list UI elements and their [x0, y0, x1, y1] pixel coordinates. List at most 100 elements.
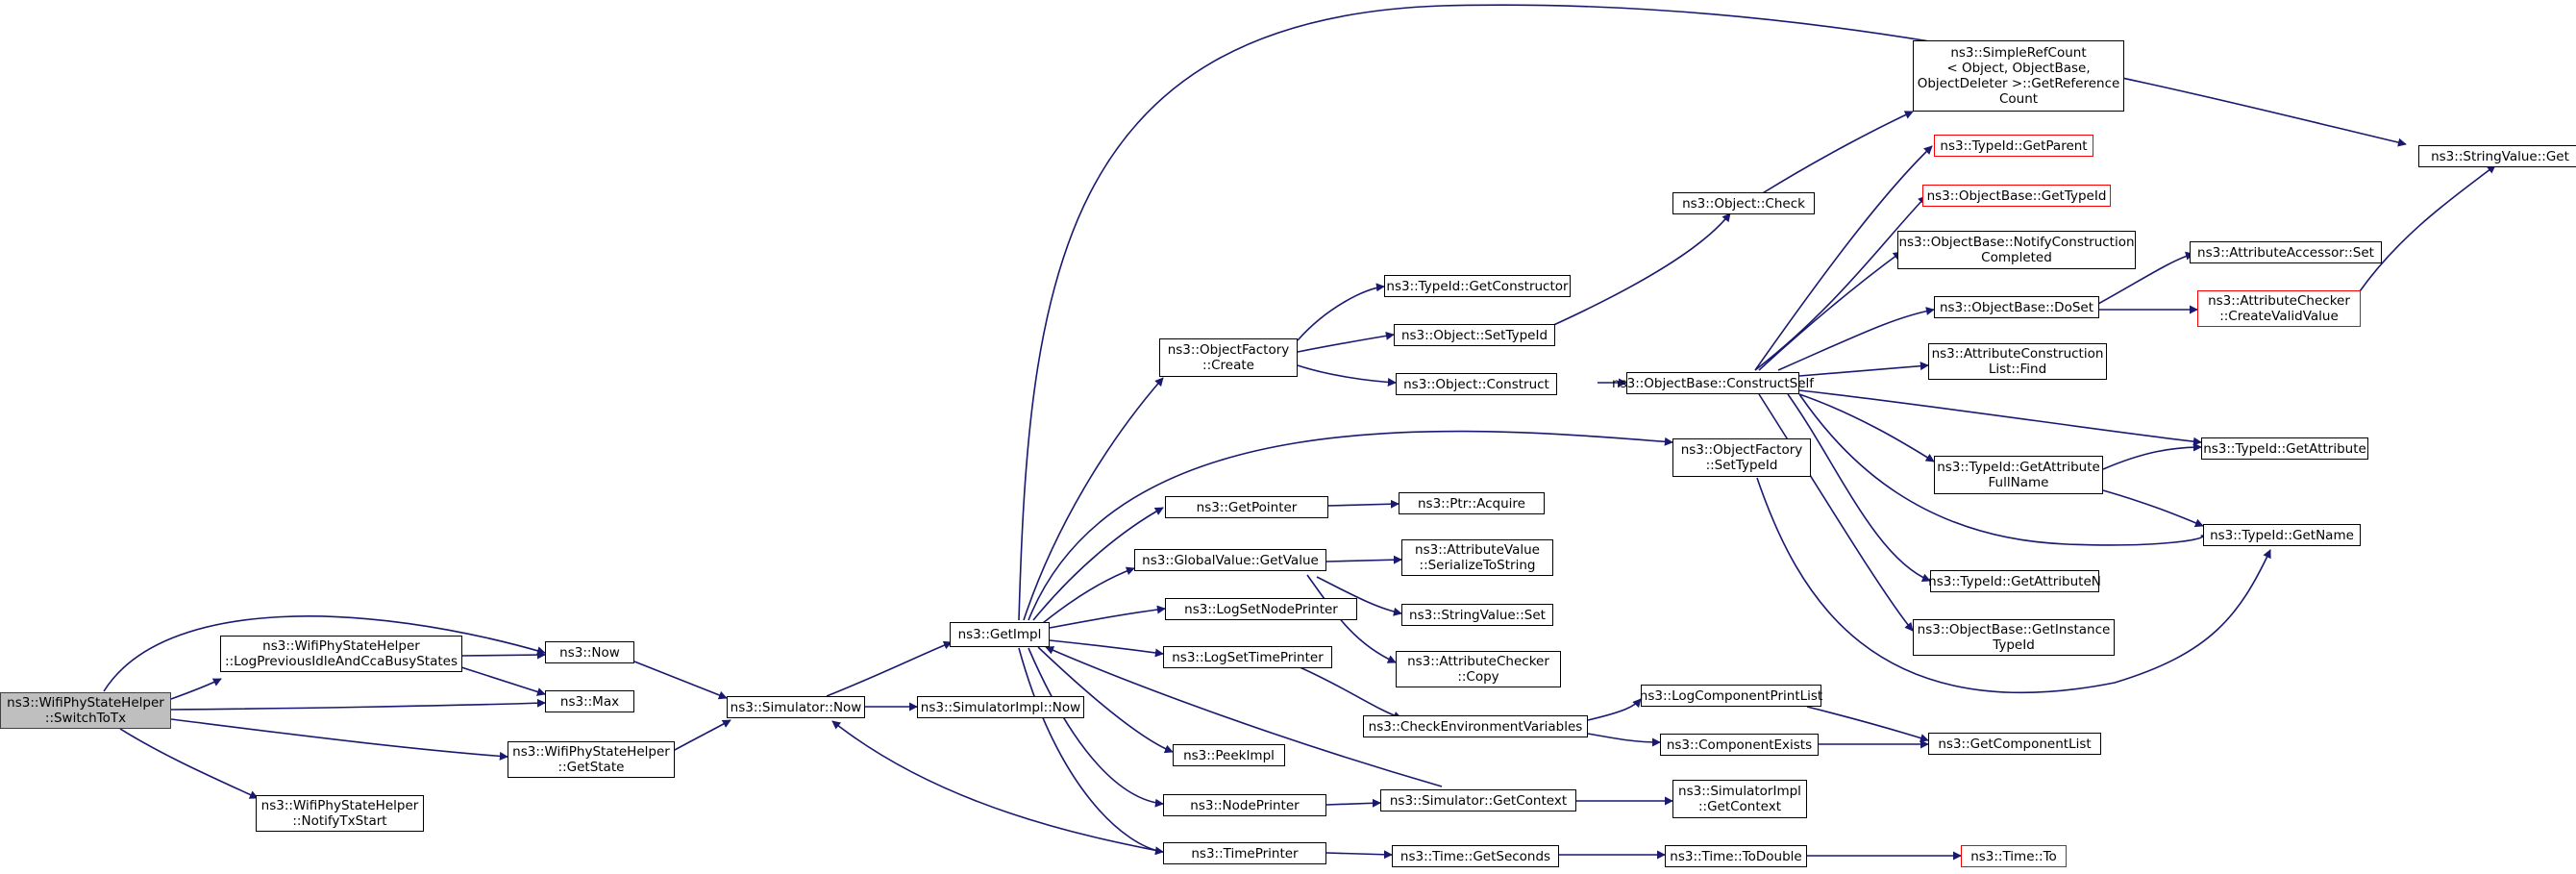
node-typeid-get-attribute[interactable]: ns3::TypeId::GetAttribute — [2201, 437, 2368, 460]
edge-switchtotx-getstate — [170, 718, 508, 761]
node-acl-find[interactable]: ns3::AttributeConstruction List::Find — [1928, 343, 2107, 380]
node-time-get-seconds[interactable]: ns3::Time::GetSeconds — [1392, 845, 1559, 867]
node-ob-get-typeid[interactable]: ns3::ObjectBase::GetTypeId — [1922, 185, 2111, 207]
node-simimpl-get-context[interactable]: ns3::SimulatorImpl ::GetContext — [1672, 780, 1807, 818]
edge-switchtotx-now — [103, 615, 546, 692]
node-check-env[interactable]: ns3::CheckEnvironmentVariables — [1363, 715, 1588, 737]
node-object-construct[interactable]: ns3::Object::Construct — [1396, 373, 1557, 395]
edge-timeprinter-simnow — [831, 720, 1164, 853]
node-aa-set[interactable]: ns3::AttributeAccessor::Set — [2190, 241, 2382, 263]
node-typeid-get-attr-fullname[interactable]: ns3::TypeId::GetAttribute FullName — [1934, 456, 2103, 494]
node-time-to[interactable]: ns3::Time::To — [1961, 845, 2067, 867]
node-object-set-typeid[interactable]: ns3::Object::SetTypeId — [1394, 324, 1555, 346]
edge-cs-getobtypeid — [1754, 195, 1927, 371]
node-notify-tx-start[interactable]: ns3::WifiPhyStateHelper ::NotifyTxStart — [256, 795, 424, 832]
edge-ofcreate-gettypeidctor — [1297, 283, 1385, 341]
node-ac-create-valid[interactable]: ns3::AttributeChecker ::CreateValidValue — [2197, 290, 2361, 327]
edge-switchtotx-max — [170, 698, 546, 711]
edge-gvgetvalue-accopy — [1306, 574, 1397, 663]
edge-gvgetvalue-avserialize — [1325, 555, 1402, 564]
edge-cs-obdoset — [1777, 307, 1935, 371]
edge-getimpl-getpointer — [1032, 507, 1164, 621]
edge-simnow-getimpl — [826, 640, 953, 697]
node-ac-copy[interactable]: ns3::AttributeChecker ::Copy — [1396, 651, 1561, 687]
node-peek-impl[interactable]: ns3::PeekImpl — [1173, 744, 1285, 766]
node-of-set-typeid[interactable]: ns3::ObjectFactory ::SetTypeId — [1672, 438, 1811, 477]
edge-now-simnow — [633, 661, 728, 700]
edge-timeprinter-getseconds — [1325, 850, 1393, 860]
node-time-to-double[interactable]: ns3::Time::ToDouble — [1665, 845, 1807, 867]
node-ob-notify[interactable]: ns3::ObjectBase::NotifyConstruction Comp… — [1897, 231, 2136, 269]
edge-cs-getattrfullname — [1798, 393, 1935, 462]
edge-cs-aclfind — [1798, 362, 1929, 377]
node-log-comp-print-list[interactable]: ns3::LogComponentPrintList — [1640, 685, 1822, 707]
node-get-state[interactable]: ns3::WifiPhyStateHelper ::GetState — [508, 741, 675, 778]
edge-logtime-checkenv — [1297, 665, 1402, 720]
node-now[interactable]: ns3::Now — [545, 641, 634, 663]
edge-getimpl-nodeprinter — [1028, 647, 1164, 808]
edge-checkenv-logcomplist — [1587, 698, 1642, 721]
node-get-impl[interactable]: ns3::GetImpl — [950, 622, 1050, 647]
edge-doset-aaset — [2097, 251, 2194, 305]
node-gv-get-value[interactable]: ns3::GlobalValue::GetValue — [1134, 549, 1326, 571]
node-sv-set[interactable]: ns3::StringValue::Set — [1401, 604, 1553, 626]
edge-switchtotx-logprev — [170, 678, 222, 700]
edge-cs-getinstancetypeid — [1758, 393, 1914, 632]
edge-getimpl-timeprinter — [1018, 647, 1164, 856]
edge-ofcreate-objconstruct — [1297, 364, 1397, 387]
edge-ofsettypeid-getname — [1756, 477, 2271, 694]
edge-getimpl-ofcreate — [1023, 377, 1164, 621]
edge-fullname-getname — [2102, 489, 2204, 528]
node-typeid-get-constructor[interactable]: ns3::TypeId::GetConstructor — [1384, 275, 1571, 297]
edge-getstate-simnow — [674, 719, 731, 751]
edge-accreatevalid-svget — [2359, 164, 2496, 292]
node-log-set-time-printer[interactable]: ns3::LogSetTimePrinter — [1163, 646, 1332, 668]
edge-getimpl-gvgetvalue — [1042, 566, 1135, 624]
node-av-serialize[interactable]: ns3::AttributeValue ::SerializeToString — [1401, 539, 1553, 576]
node-simimpl-now[interactable]: ns3::SimulatorImpl::Now — [917, 696, 1084, 718]
node-get-pointer[interactable]: ns3::GetPointer — [1165, 496, 1328, 518]
node-get-component-list[interactable]: ns3::GetComponentList — [1928, 733, 2101, 755]
node-component-exists[interactable]: ns3::ComponentExists — [1660, 734, 1819, 756]
node-typeid-get-name[interactable]: ns3::TypeId::GetName — [2203, 524, 2361, 546]
edge-getimpl-lognode — [1049, 605, 1166, 629]
node-object-check[interactable]: ns3::Object::Check — [1672, 192, 1815, 214]
node-max[interactable]: ns3::Max — [545, 690, 634, 712]
edge-fullname-getattribute — [2102, 442, 2202, 470]
edge-cs-getname — [1798, 393, 2211, 546]
node-ob-doset[interactable]: ns3::ObjectBase::DoSet — [1934, 296, 2099, 318]
node-log-set-node-printer[interactable]: ns3::LogSetNodePrinter — [1165, 598, 1357, 620]
node-ptr-acquire[interactable]: ns3::Ptr::Acquire — [1399, 492, 1545, 514]
edge-getimpl-logtime — [1049, 639, 1164, 658]
node-node-printer[interactable]: ns3::NodePrinter — [1163, 794, 1326, 816]
node-sim-now[interactable]: ns3::Simulator::Now — [727, 696, 865, 718]
edge-objsettypeid-objcheck — [1548, 212, 1731, 328]
edge-getimpl-peekimpl — [1037, 646, 1174, 754]
edge-logprev-max — [460, 666, 546, 696]
edge-checkenv-compexists — [1587, 733, 1661, 747]
node-sv-get[interactable]: ns3::StringValue::Get — [2418, 145, 2576, 167]
edge-gvgetvalue-svset — [1316, 576, 1402, 616]
edge-cs-getattribute — [1798, 389, 2202, 446]
edge-getimpl-svget — [1018, 4, 2407, 621]
edge-simgetcontext-getimpl — [1045, 646, 1443, 787]
edge-cs-obnotify — [1758, 251, 1902, 371]
node-log-prev-idle[interactable]: ns3::WifiPhyStateHelper ::LogPreviousIdl… — [220, 636, 462, 672]
node-sim-get-context[interactable]: ns3::Simulator::GetContext — [1380, 789, 1576, 812]
node-ob-construct-self[interactable]: ns3::ObjectBase::ConstructSelf — [1612, 372, 1814, 394]
node-simple-ref-count[interactable]: ns3::SimpleRefCount < Object, ObjectBase… — [1913, 40, 2124, 112]
node-of-create[interactable]: ns3::ObjectFactory ::Create — [1159, 338, 1298, 377]
edge-nodeprinter-simgetcontext — [1325, 798, 1381, 808]
edge-objcheck-refcount — [1760, 111, 1914, 195]
edge-logcomplist-getcomplist — [1806, 706, 1929, 742]
node-time-printer[interactable]: ns3::TimePrinter — [1163, 842, 1326, 864]
node-typeid-get-parent[interactable]: ns3::TypeId::GetParent — [1934, 135, 2093, 157]
edge-cs-getparent — [1754, 145, 1933, 371]
edge-switchtotx-notifytxstart — [119, 728, 259, 799]
edge-cs-getattrn — [1787, 393, 1931, 583]
node-ob-get-instance-typeid[interactable]: ns3::ObjectBase::GetInstance TypeId — [1913, 619, 2115, 656]
edge-ofcreate-objsettypeid — [1297, 331, 1395, 353]
node-typeid-get-attr-n[interactable]: ns3::TypeId::GetAttributeN — [1928, 570, 2101, 592]
